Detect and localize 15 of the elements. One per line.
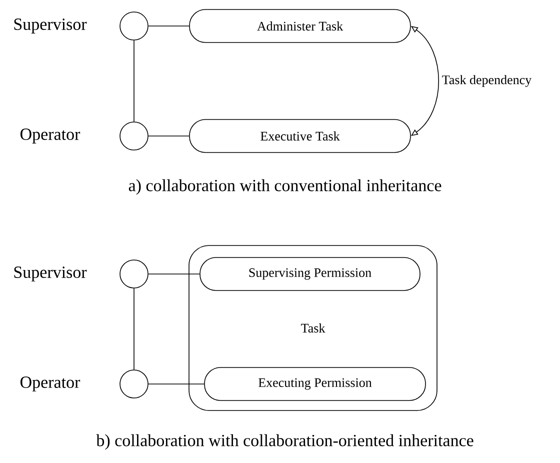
task-box: Administer Task xyxy=(189,9,411,43)
caption: a) collaboration with conventional inheritance xyxy=(128,179,442,195)
task-box: Executing Permission xyxy=(204,367,426,401)
role-label: Supervisor xyxy=(14,18,87,34)
caption: b) collaboration with collaboration-oriented inheritance xyxy=(96,434,474,450)
role-label: Operator xyxy=(20,376,80,392)
role-circle xyxy=(120,260,148,288)
edge-label: Task dependency xyxy=(440,74,533,88)
task-box: Executive Task xyxy=(189,119,411,153)
role-label: Supervisor xyxy=(14,266,87,282)
role-circle xyxy=(120,12,148,40)
role-label: Operator xyxy=(20,128,80,144)
role-circle xyxy=(120,122,148,150)
role-circle xyxy=(120,370,148,398)
task-box: Supervising Permission xyxy=(200,257,420,291)
